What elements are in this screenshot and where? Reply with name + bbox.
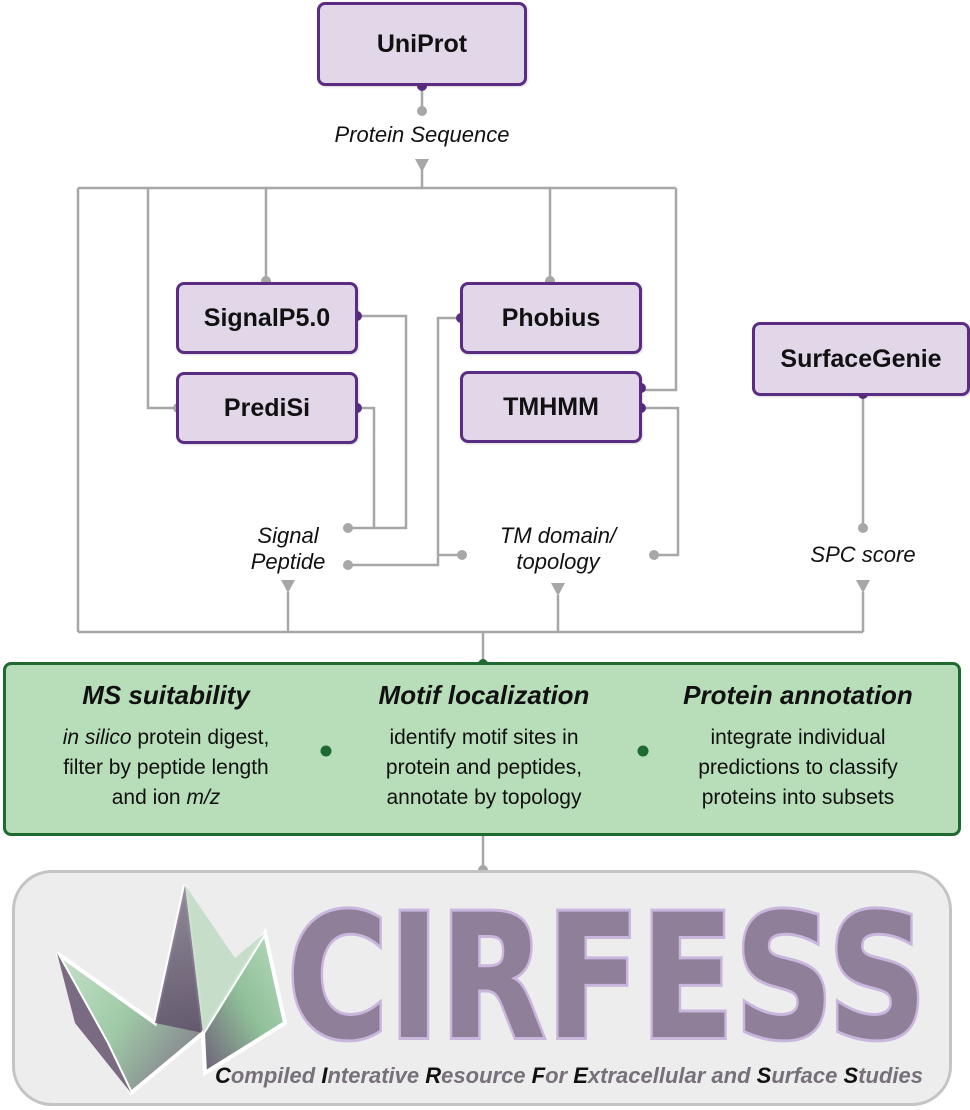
surfacegenie-label: SurfaceGenie	[780, 344, 942, 373]
motif-localization-line2: protein and peptides,	[385, 756, 583, 779]
motif-localization-title: Motif localization	[378, 680, 590, 710]
signalp-node: SignalP5.0	[176, 282, 358, 354]
uniprot-node: UniProt	[317, 2, 527, 86]
ms-suitability-title: MS suitability	[82, 680, 250, 710]
ms-suitability-line2: filter by peptide length	[63, 756, 269, 779]
predisi-node: PrediSi	[176, 372, 358, 444]
phobius-label: Phobius	[501, 303, 601, 332]
tagline-word-4: For	[531, 1063, 574, 1088]
tagline-word-5: Extracellular and	[573, 1063, 757, 1088]
spc-score-label: SPC score	[810, 542, 916, 567]
tagline-word-1: Compiled	[214, 1063, 322, 1088]
signal-peptide-label: Signal Peptide	[228, 523, 348, 575]
cirfess-brand-panel: CIRFESS Compiled Interative Resource For…	[12, 870, 952, 1106]
signal-peptide-line1: Signal	[257, 523, 319, 548]
cirfess-tagline: Compiled Interative Resource For Extrace…	[153, 1063, 923, 1089]
column-separator-dots	[320, 745, 649, 757]
uniprot-label: UniProt	[376, 29, 468, 58]
protein-annotation-line2: predictions to classify	[698, 756, 898, 779]
tm-domain-line1: TM domain/	[499, 523, 617, 548]
protein-annotation-title: Protein annotation	[683, 680, 913, 710]
ms-suitability-line1: in silico protein digest,	[62, 726, 270, 749]
predisi-label: PrediSi	[223, 393, 311, 422]
tmhmm-node: TMHMM	[460, 371, 642, 443]
surfacegenie-node: SurfaceGenie	[752, 322, 970, 396]
tagline-word-2: Interative	[321, 1063, 426, 1088]
motif-localization-column: Motif localization identify motif sites …	[334, 679, 634, 813]
processing-box: MS suitability in silico protein digest,…	[3, 662, 961, 836]
ms-suitability-line3: and ion m/z	[111, 786, 221, 809]
protein-sequence-label: Protein Sequence	[334, 122, 510, 147]
protein-annotation-line3: proteins into subsets	[701, 786, 895, 809]
signal-peptide-line2: Peptide	[250, 549, 326, 574]
protein-annotation-line1: integrate individual	[710, 726, 886, 749]
signalp-label: SignalP5.0	[203, 303, 331, 332]
tagline-word-7: Studies	[843, 1063, 923, 1088]
cirfess-logo-icon	[55, 884, 288, 1097]
ms-suitability-column: MS suitability in silico protein digest,…	[16, 679, 316, 813]
tmhmm-label: TMHMM	[503, 392, 599, 421]
tm-domain-line2: topology	[516, 549, 600, 574]
protein-annotation-column: Protein annotation integrate individual …	[648, 679, 948, 813]
phobius-node: Phobius	[460, 282, 642, 354]
protein-annotation-body: integrate individual predictions to clas…	[648, 723, 948, 813]
motif-localization-body: identify motif sites in protein and pept…	[334, 723, 634, 813]
motif-localization-line1: identify motif sites in	[389, 726, 579, 749]
tagline-word-6: Surface	[756, 1063, 844, 1088]
cirfess-logo-text: CIRFESS	[287, 881, 927, 1071]
ms-suitability-body: in silico protein digest, filter by pept…	[16, 723, 316, 813]
tagline-word-3: Resource	[425, 1063, 532, 1088]
tm-domain-label: TM domain/ topology	[478, 523, 638, 575]
motif-localization-line3: annotate by topology	[386, 786, 582, 809]
cirfess-wordmark: CIRFESS	[284, 881, 930, 1071]
